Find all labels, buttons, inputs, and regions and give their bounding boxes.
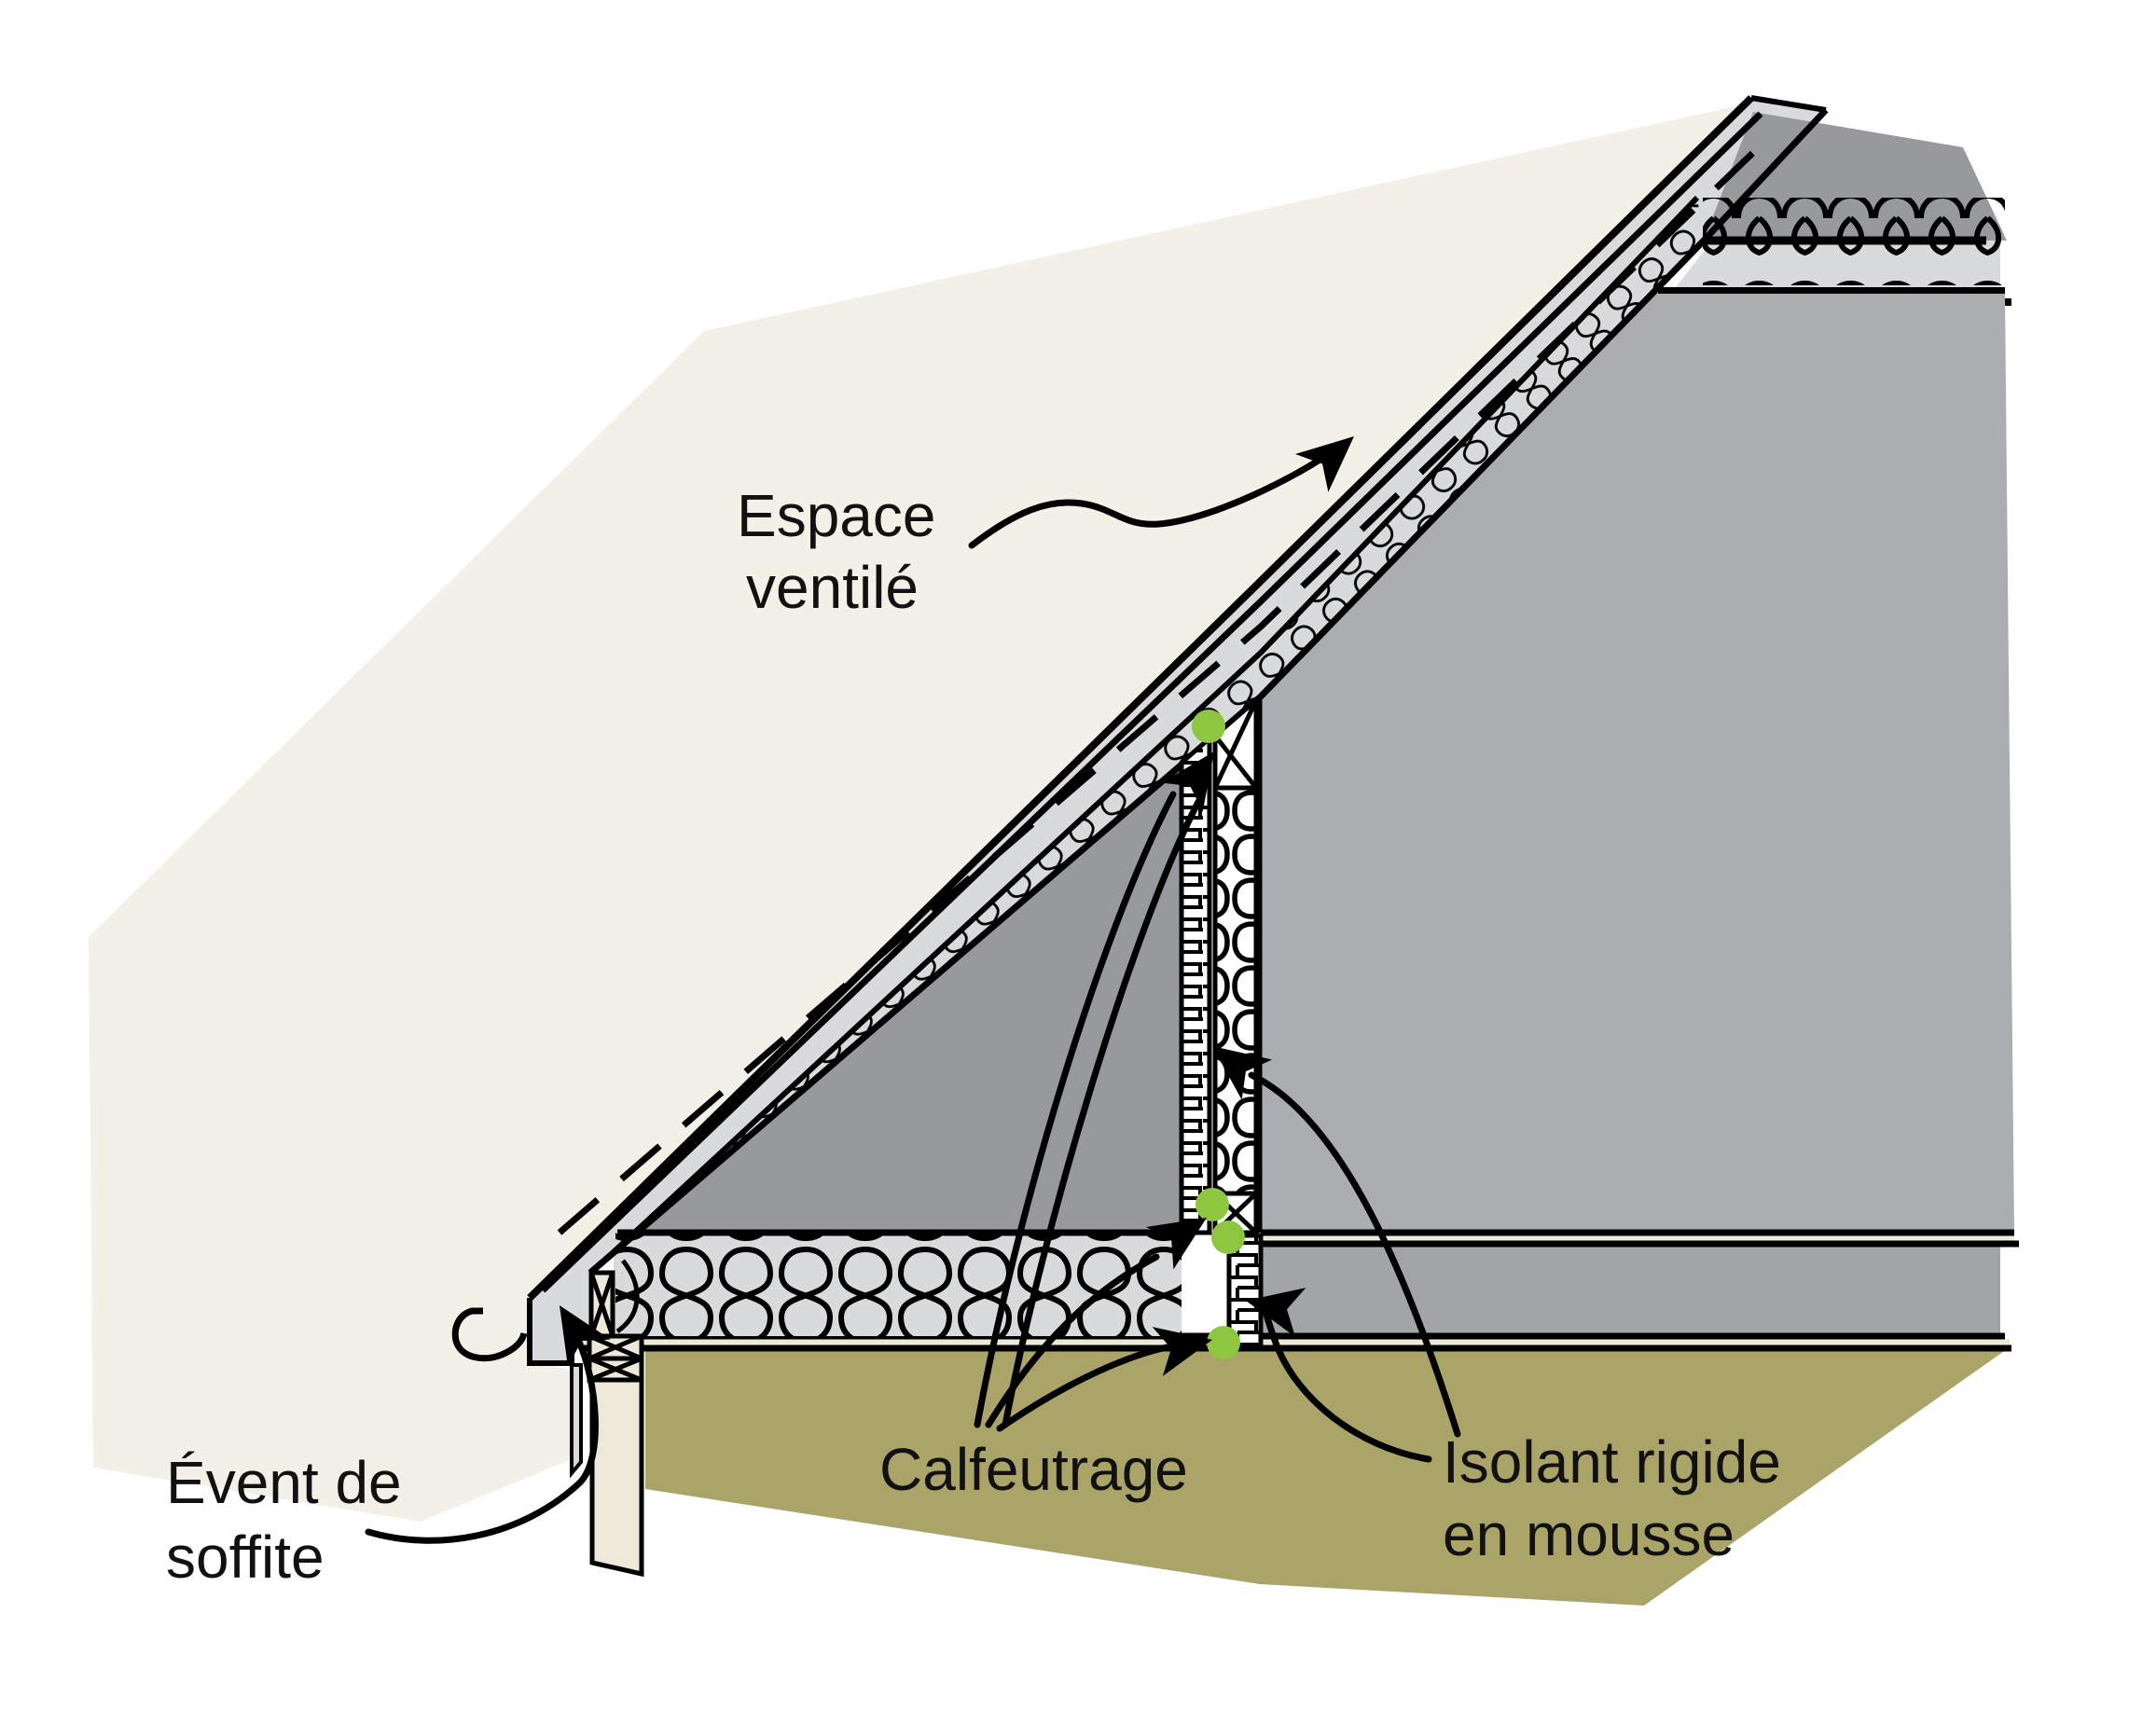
eave-baffle <box>615 1259 640 1334</box>
lower-storey <box>645 1349 2007 1606</box>
roof-inner-line <box>587 107 1829 1276</box>
label-ventilated-space-line2: ventilé <box>746 554 919 621</box>
label-rigid-foam-line1: Isolant rigide <box>1443 1428 1781 1496</box>
leader-foam-upper <box>1248 1071 1461 1438</box>
gutter <box>451 1307 528 1362</box>
label-ventilated-space-line1: Espace <box>737 482 935 549</box>
leader-caulk-mid <box>985 1253 1160 1428</box>
roof-sheathing-outer <box>527 95 1754 1301</box>
caulk-dot-top <box>1192 710 1225 743</box>
exterior-wall <box>587 1270 644 1578</box>
leader-caulk-bottom <box>996 1343 1175 1432</box>
caulk-dot-ceiling <box>1207 1326 1240 1359</box>
label-rigid-foam-line2: en mousse <box>1443 1501 1734 1568</box>
eave-trim <box>570 1363 583 1479</box>
leader-ventilated-space <box>968 447 1337 549</box>
leader-lines <box>365 447 1461 1544</box>
floor-joist-band <box>1261 1244 2000 1336</box>
leader-caulk-top-b <box>1002 798 1202 1428</box>
label-soffit-vent-line1: Évent de <box>166 1449 402 1516</box>
leader-caulk-top-a <box>974 791 1177 1428</box>
leader-foam-lower <box>1261 1304 1432 1463</box>
vent-baffle-dashed-line <box>557 143 1763 1235</box>
attic-floor-batts <box>615 1233 1182 1336</box>
label-caulking: Calfeutrage <box>879 1436 1188 1503</box>
leader-soffit-vent <box>365 1336 599 1544</box>
roof-apex-cut <box>1750 95 1827 113</box>
room-floor-strip <box>1261 1235 2014 1243</box>
caulk-dot-floor-lower <box>1211 1220 1245 1254</box>
caulk-dots <box>1192 710 1245 1359</box>
room-interior <box>1261 294 2014 1233</box>
roof-sheathing-inner <box>540 111 1763 1293</box>
knee-wall <box>1179 695 1264 1348</box>
lower-ceiling-strip <box>572 1339 2010 1345</box>
label-soffit-vent-line2: soffite <box>166 1524 325 1591</box>
caulk-dot-floor-upper <box>1195 1188 1229 1221</box>
